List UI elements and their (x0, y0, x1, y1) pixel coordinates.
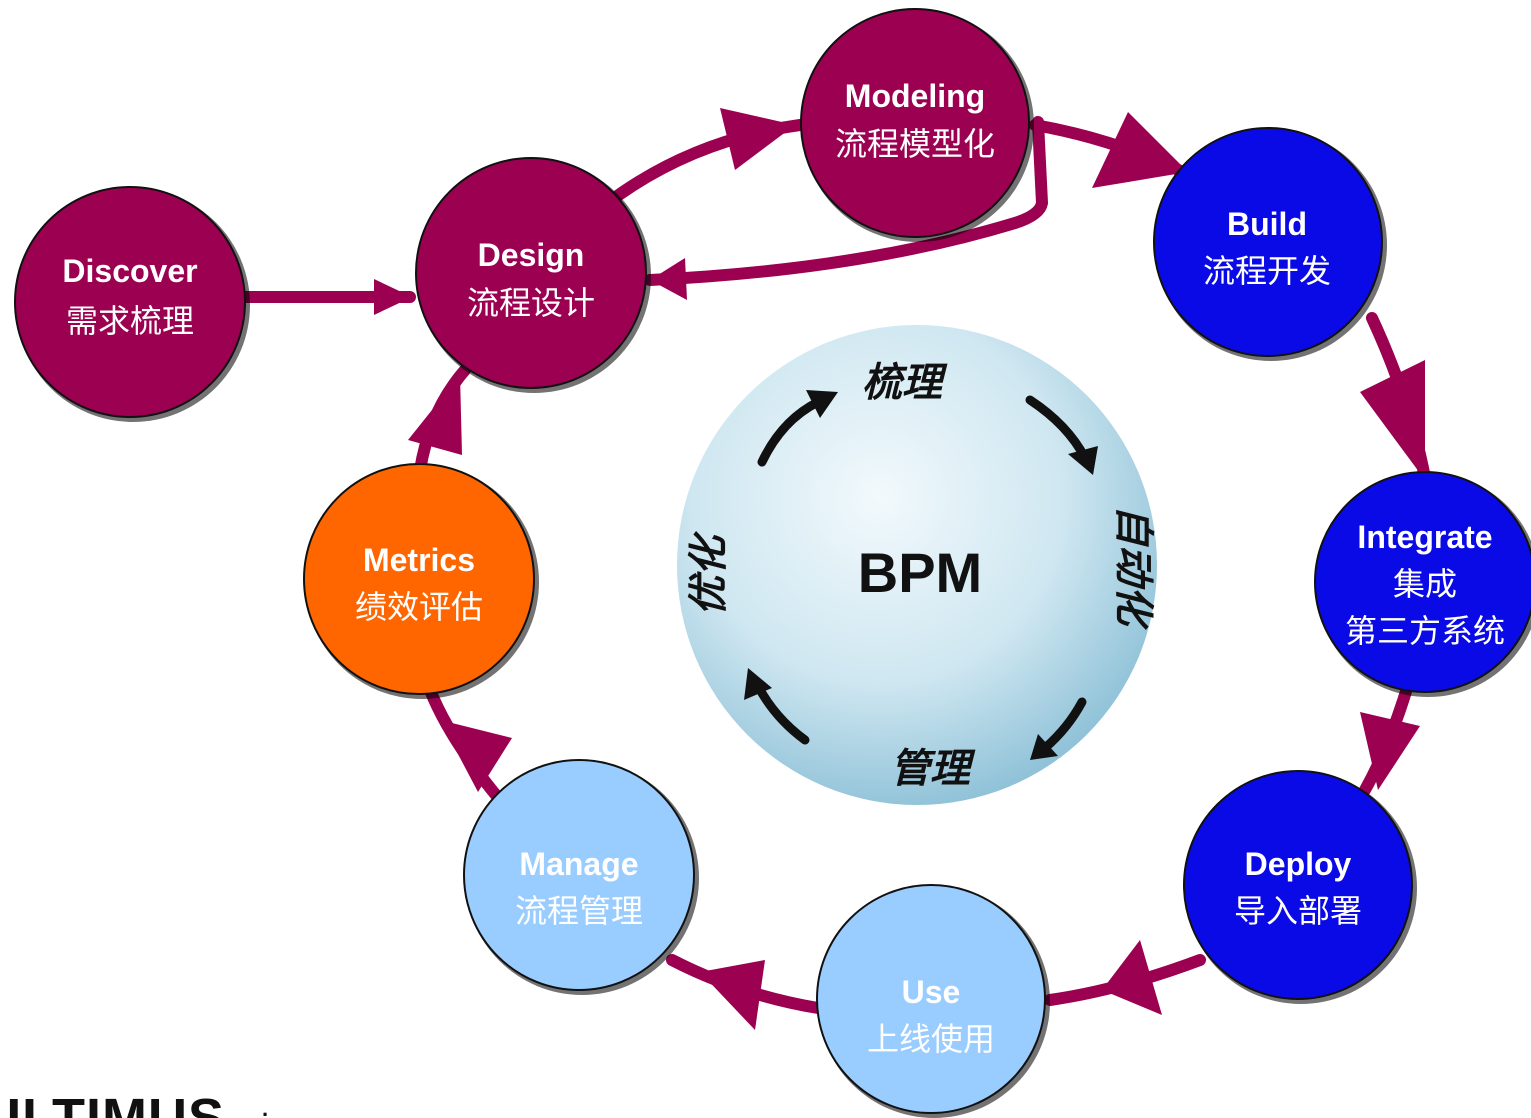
node-discover-title: Discover (62, 253, 197, 289)
center-title: BPM (858, 541, 982, 604)
node-integrate: Integrate 集成 第三方系统 (1314, 471, 1531, 697)
node-use-title: Use (902, 974, 961, 1010)
node-discover-label: 需求梳理 (66, 302, 194, 340)
node-metrics: Metrics 绩效评估 (303, 463, 539, 699)
cycle-arrow-top-left (757, 397, 823, 467)
node-integrate-circle (1314, 471, 1531, 693)
node-modeling-circle (800, 8, 1030, 238)
cycle-arrowhead-2 (1068, 446, 1098, 475)
center-sphere: BPM 梳理 管理 自动化 优化 (677, 325, 1157, 805)
arrowhead-manage-metrics (440, 720, 512, 792)
arrowhead-design-modeling (720, 108, 795, 170)
node-deploy: Deploy 导入部署 (1183, 770, 1417, 1004)
arc-modeling-return-to-design (644, 116, 1049, 286)
arrowhead-use-manage (700, 960, 765, 1030)
node-metrics-circle (303, 463, 535, 695)
node-integrate-label: 集成 (1393, 565, 1457, 603)
center-word-top: 梳理 (862, 359, 948, 406)
node-manage: Manage 流程管理 (463, 759, 699, 995)
cycle-arrowheads (744, 390, 1098, 760)
node-use-circle (816, 884, 1046, 1114)
node-discover: Discover 需求梳理 (14, 186, 250, 422)
node-build: Build 流程开发 (1153, 127, 1387, 361)
ultimus-logo: ULTIMUS . (0, 1088, 269, 1118)
node-deploy-label: 导入部署 (1234, 892, 1362, 930)
center-word-left: 优化 (685, 531, 732, 616)
arrowhead-modeling-build (1092, 112, 1188, 188)
node-design-title: Design (478, 237, 585, 273)
cycle-arrowhead-4 (744, 668, 772, 700)
node-manage-title: Manage (519, 846, 638, 882)
node-deploy-circle (1183, 770, 1413, 1000)
cycle-arrowhead-3 (1030, 734, 1058, 760)
node-metrics-label: 绩效评估 (355, 588, 483, 626)
logo-mark: . (262, 1096, 269, 1118)
node-build-title: Build (1227, 206, 1307, 242)
node-deploy-title: Deploy (1245, 846, 1352, 882)
center-word-bottom: 管理 (890, 745, 976, 792)
node-discover-circle (14, 186, 246, 418)
sphere-body (677, 325, 1157, 805)
cycle-arrow-bottom-right (1040, 697, 1087, 753)
node-modeling-label: 流程模型化 (835, 125, 995, 163)
node-metrics-title: Metrics (363, 542, 475, 578)
node-modeling-title: Modeling (845, 78, 985, 114)
cycle-arrowhead-1 (806, 390, 838, 418)
arrowhead-metrics-design (408, 375, 462, 455)
node-integrate-label-2: 第三方系统 (1345, 612, 1505, 650)
logo-wordmark: ULTIMUS (0, 1088, 225, 1118)
node-design-label: 流程设计 (467, 284, 595, 322)
node-integrate-title: Integrate (1357, 519, 1492, 555)
node-build-label: 流程开发 (1203, 252, 1331, 290)
node-design-circle (415, 157, 647, 389)
node-manage-circle (463, 759, 695, 991)
node-modeling: Modeling 流程模型化 (800, 8, 1034, 242)
node-use-label: 上线使用 (867, 1020, 995, 1058)
node-manage-label: 流程管理 (515, 892, 643, 930)
arrowhead-discover-design (374, 279, 412, 315)
node-use: Use 上线使用 (816, 884, 1050, 1118)
node-design: Design 流程设计 (415, 157, 651, 393)
arrowhead-return-design (650, 258, 687, 300)
arrowheads (374, 108, 1425, 1030)
arrowhead-deploy-use (1102, 940, 1162, 1015)
arrowhead-build-integrate (1360, 360, 1425, 480)
center-word-right: 自动化 (1110, 505, 1157, 630)
node-build-circle (1153, 127, 1383, 357)
arrowhead-integrate-deploy (1360, 712, 1420, 790)
